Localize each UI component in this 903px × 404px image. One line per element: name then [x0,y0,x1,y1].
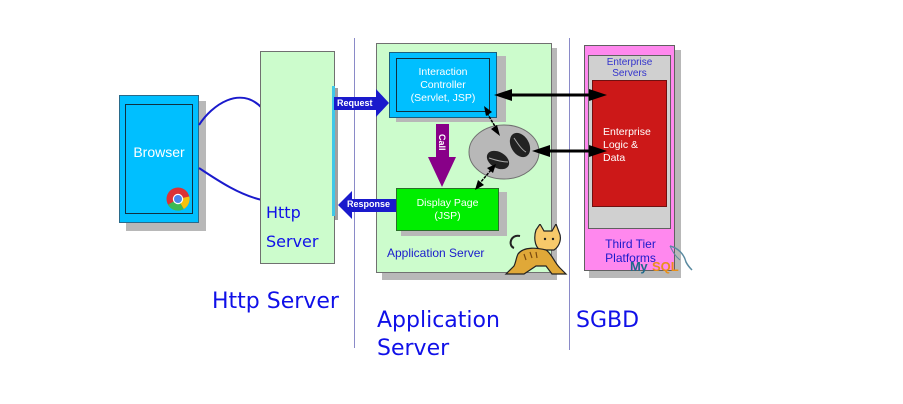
separator-app-db [569,38,570,350]
response-arrow [338,191,396,219]
third-tier-box: Enterprise Servers Enterprise Logic & Da… [584,45,675,271]
response-label: Response [347,199,391,209]
mysql-icon: My SQL [628,244,698,284]
http-server-label-2: Server [266,232,319,251]
display-page-label: Display Page (JSP) [416,196,479,222]
beans-display-arrow [475,164,496,190]
enterprise-servers-box: Enterprise Servers Enterprise Logic & Da… [588,55,671,229]
browser-label: Browser [133,144,185,160]
separator-http-app [354,38,355,348]
beans-enterprise-arrow [532,145,607,157]
column-title-db: SGBD [576,308,640,333]
enterprise-servers-label: Enterprise Servers [606,57,653,79]
call-label: Call [437,134,447,151]
application-server-footer: Application Server [387,246,485,260]
coffee-beans-icon [468,124,540,180]
call-arrow [428,124,456,187]
interaction-controller-label: Interaction Controller (Servlet, JSP) [410,65,476,104]
column-title-http: Http Server [212,289,339,314]
controller-beans-arrow [484,106,500,136]
chrome-icon [166,187,190,211]
request-arrow [334,89,389,117]
controller-enterprise-arrow [494,89,607,101]
enterprise-logic-label: Enterprise Logic & Data [603,126,651,164]
interaction-controller-box: Interaction Controller (Servlet, JSP) [389,52,497,118]
third-tier-label: Third Tier Platforms [605,237,656,265]
http-server-box: Http Server [260,51,335,264]
browser-box: Browser [119,95,199,223]
http-server-label-1: Http [266,203,301,222]
tomcat-icon [500,224,568,276]
display-page-box: Display Page (JSP) [396,188,499,231]
mysql-sql-text: SQL [652,259,679,274]
mysql-my-text: My [630,259,648,274]
request-label: Request [337,98,373,108]
enterprise-logic-box: Enterprise Logic & Data [592,80,667,207]
column-title-app: Application Server [377,308,500,361]
